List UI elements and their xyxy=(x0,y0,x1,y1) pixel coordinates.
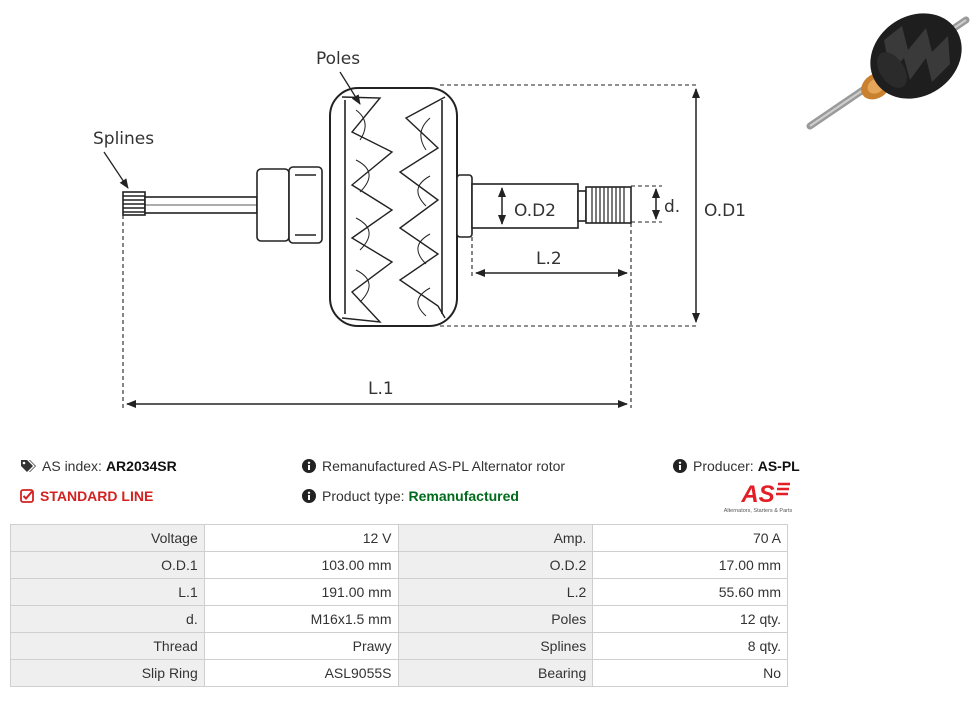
spec-value: 12 V xyxy=(203,524,399,552)
spec-value: M16x1.5 mm xyxy=(203,605,399,633)
label-poles: Poles xyxy=(316,49,360,69)
spec-value: 8 qty. xyxy=(592,632,788,660)
producer: Producer: AS-PL xyxy=(673,458,800,474)
label-d: d. xyxy=(664,197,680,217)
producer-label: Producer: xyxy=(693,458,754,474)
spec-value: 17.00 mm xyxy=(592,551,788,579)
spec-label: Voltage xyxy=(10,524,205,552)
spec-value: No xyxy=(592,659,788,687)
spec-label: Splines xyxy=(397,632,594,660)
spec-value: 103.00 mm xyxy=(203,551,399,579)
logo-mark: AS xyxy=(740,481,774,508)
logo-tagline: Alternators, Starters & Parts xyxy=(724,508,793,514)
label-od2: O.D2 xyxy=(514,201,556,221)
spec-value: 70 A xyxy=(592,524,788,552)
label-l1: L.1 xyxy=(368,379,394,399)
label-l2: L.2 xyxy=(536,249,562,269)
info-row-2: STANDARD LINE Product type: Remanufactur… xyxy=(0,488,976,510)
as-index: AS index: AR2034SR xyxy=(20,458,177,474)
spec-value: 191.00 mm xyxy=(203,578,399,606)
spec-label: L.2 xyxy=(397,578,594,606)
tags-icon xyxy=(21,460,36,472)
spec-value: Prawy xyxy=(203,632,399,660)
line-label: STANDARD LINE xyxy=(40,488,154,504)
info-row-1: AS index: AR2034SR Remanufactured AS-PL … xyxy=(0,458,976,480)
as-brand-logo: AS Alternators, Starters & Parts xyxy=(724,481,793,514)
product-photo xyxy=(806,13,970,130)
product-type-label: Product type: xyxy=(322,488,405,504)
spec-value: 12 qty. xyxy=(592,605,788,633)
spec-value: ASL9055S xyxy=(203,659,399,687)
spec-label: Slip Ring xyxy=(10,659,205,687)
spec-label: O.D.1 xyxy=(10,551,205,579)
producer-value: AS-PL xyxy=(757,458,800,474)
info-circle-icon xyxy=(673,459,687,473)
spec-label: O.D.2 xyxy=(397,551,594,579)
product-type-value: Remanufactured xyxy=(408,488,519,504)
as-index-value: AR2034SR xyxy=(105,458,177,474)
technical-drawing: Poles Splines O.D1 O.D2 d. L.1 L.2 xyxy=(93,49,746,408)
label-splines: Splines xyxy=(93,129,154,149)
spec-label: L.1 xyxy=(10,578,205,606)
product-description: Remanufactured AS-PL Alternator rotor xyxy=(302,458,565,474)
as-index-label: AS index: xyxy=(42,458,102,474)
description-text: Remanufactured AS-PL Alternator rotor xyxy=(322,458,566,474)
info-circle-icon xyxy=(302,489,316,503)
spec-label: Bearing xyxy=(397,659,594,687)
label-od1: O.D1 xyxy=(704,201,746,221)
spec-value: 55.60 mm xyxy=(592,578,788,606)
line-badge: STANDARD LINE xyxy=(20,488,153,504)
spec-label: Poles xyxy=(397,605,594,633)
product-type: Product type: Remanufactured xyxy=(302,488,519,504)
check-square-icon xyxy=(20,489,34,503)
spec-label: Amp. xyxy=(397,524,594,552)
spec-label: d. xyxy=(10,605,205,633)
spec-label: Thread xyxy=(10,632,205,660)
info-circle-icon xyxy=(302,459,316,473)
